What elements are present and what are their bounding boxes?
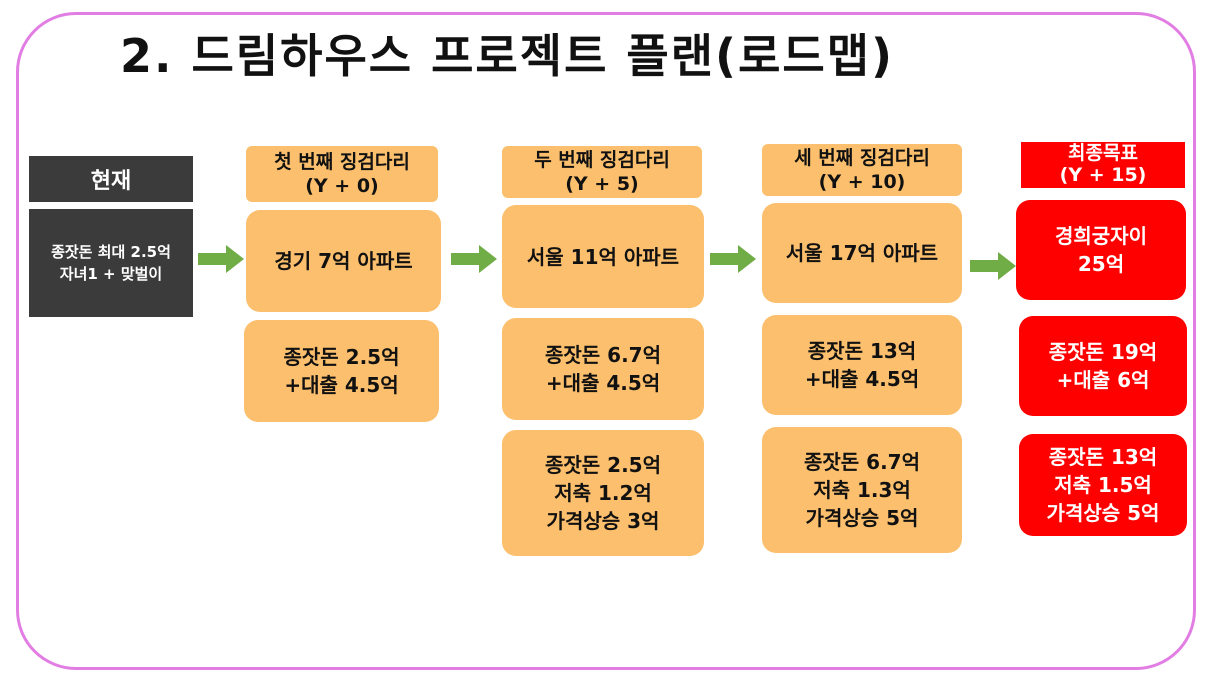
- stage-2-detail: 종잣돈 2.5억 저축 1.2억 가격상승 3억: [502, 430, 704, 556]
- stage-2-funding: 종잣돈 6.7억 +대출 4.5억: [502, 318, 704, 420]
- right-arrow-icon: [710, 245, 756, 273]
- current-header: 현재: [29, 156, 193, 202]
- goal-header: 최종목표 (Y + 15): [1021, 142, 1185, 188]
- goal-detail: 종잣돈 13억 저축 1.5억 가격상승 5억: [1019, 434, 1187, 536]
- stage-2-target: 서울 11억 아파트: [502, 205, 704, 308]
- stage-1-target: 경기 7억 아파트: [246, 210, 441, 312]
- current-body: 종잣돈 최대 2.5억 자녀1 + 맞벌이: [29, 209, 193, 317]
- slide-frame: [16, 12, 1196, 670]
- right-arrow-icon: [970, 252, 1016, 280]
- stage-2-header: 두 번째 징검다리 (Y + 5): [502, 146, 702, 198]
- right-arrow-icon: [198, 245, 244, 273]
- right-arrow-icon: [451, 245, 497, 273]
- goal-funding: 종잣돈 19억 +대출 6억: [1019, 316, 1187, 416]
- stage-1-funding: 종잣돈 2.5억 +대출 4.5억: [244, 320, 439, 422]
- stage-3-detail: 종잣돈 6.7억 저축 1.3억 가격상승 5억: [762, 427, 962, 553]
- page-title: 2. 드림하우스 프로젝트 플랜(로드맵): [120, 29, 895, 83]
- goal-target: 경희궁자이 25억: [1016, 200, 1186, 300]
- stage-3-header: 세 번째 징검다리 (Y + 10): [762, 144, 962, 196]
- stage-1-header: 첫 번째 징검다리 (Y + 0): [246, 146, 438, 202]
- stage-3-target: 서울 17억 아파트: [762, 203, 962, 303]
- stage-3-funding: 종잣돈 13억 +대출 4.5억: [762, 315, 962, 415]
